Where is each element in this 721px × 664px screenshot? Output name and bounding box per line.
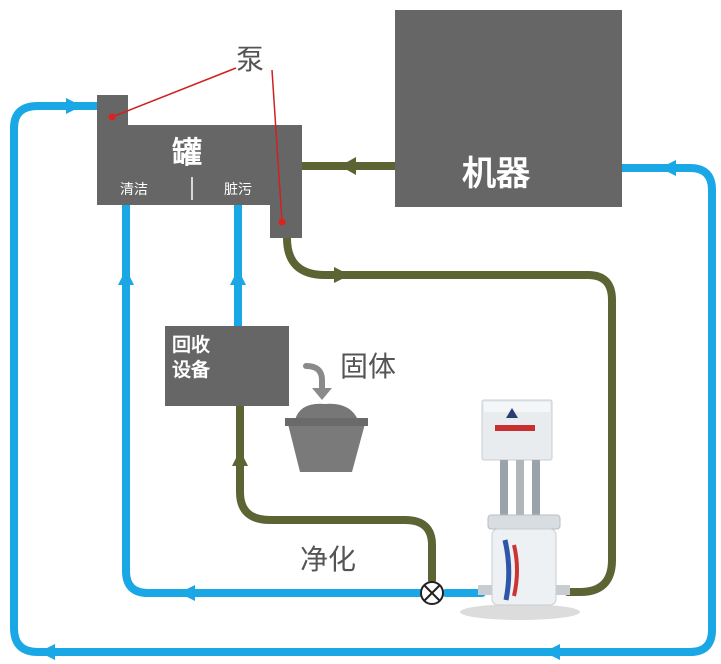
recovery-box [165, 326, 289, 406]
pump-marker-right [278, 218, 286, 226]
tank-pump-clean [97, 95, 128, 127]
outer-return-pipe [10, 102, 716, 656]
arrow-recovery-up [230, 269, 246, 285]
machine-box [395, 10, 622, 207]
separator-unit-icon [460, 399, 580, 620]
pump-marker-left [108, 113, 116, 121]
clean-arrows [39, 98, 676, 660]
tank-label: 罐 [172, 136, 202, 171]
tank-pump-dirty [270, 200, 302, 238]
pump-callouts [111, 67, 283, 223]
arrow-outer-bottom2 [544, 644, 560, 660]
solids-drop-arrow [303, 363, 325, 393]
arrow-purify-up [232, 450, 248, 466]
solids-bin-icon [285, 363, 368, 472]
tank [97, 95, 302, 238]
pump-line-left [111, 67, 237, 118]
dirty-arrows [232, 157, 356, 466]
arrow-outer-top [66, 98, 82, 114]
clean-supply-pipe [122, 201, 424, 597]
pump-to-unit-pipe [283, 234, 616, 596]
purify-label: 净化 [300, 543, 357, 576]
solids-label: 固体 [340, 350, 397, 383]
tank-dirty-label: 脏污 [224, 182, 252, 198]
arrow-clean-up [118, 269, 134, 285]
arrow-machine-tank [340, 157, 356, 175]
tank-clean-label: 清洁 [120, 182, 148, 198]
arrow-pump-right [334, 267, 350, 283]
recovery-label-line2: 设备 [172, 359, 211, 381]
pump-label: 泵 [236, 43, 265, 76]
valve-icon [420, 581, 444, 605]
machine-label: 机器 [462, 154, 530, 194]
clean-pipes [10, 102, 716, 656]
purify-pipe [236, 401, 436, 584]
recovery-label-line1: 回收 [172, 334, 211, 356]
pump-line-right [271, 69, 283, 223]
arrow-outer-right [660, 160, 676, 176]
solids-pile [295, 403, 358, 420]
arrow-clean-left [179, 585, 195, 601]
tank-body [97, 125, 302, 205]
arrow-outer-bottom [39, 644, 55, 660]
solids-bucket [287, 420, 366, 472]
